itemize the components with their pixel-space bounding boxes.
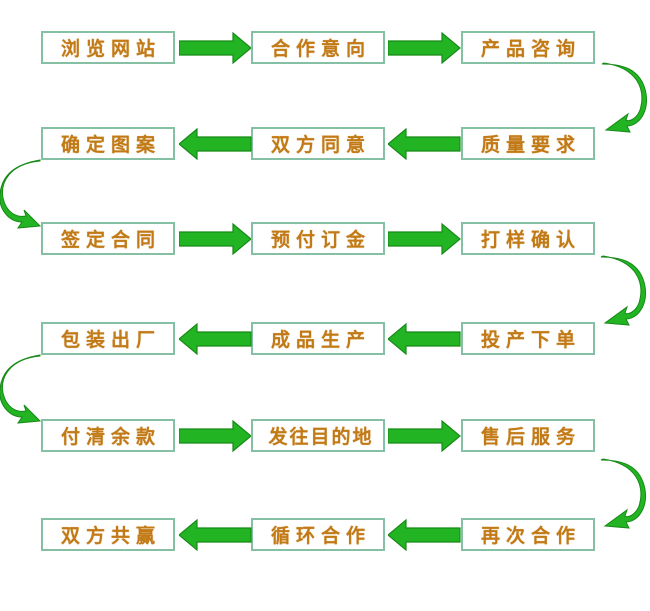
curved-arrow-down-icon <box>601 62 648 133</box>
curved-arrow-down-icon <box>0 354 42 424</box>
arrow-right-icon <box>179 32 252 64</box>
step-mutual-agreement: 双方同意 <box>251 127 385 160</box>
step-ship-to-destination: 发往目的地 <box>251 419 385 452</box>
step-win-win: 双方共赢 <box>41 518 175 551</box>
step-quality-requirements: 质量要求 <box>461 127 595 160</box>
step-sign-contract: 签定合同 <box>41 222 175 255</box>
curved-arrow-down-icon <box>0 159 42 229</box>
arrow-right-icon <box>388 420 461 452</box>
step-packing-shipment: 包装出厂 <box>41 322 175 355</box>
step-after-sales-service: 售后服务 <box>461 419 595 452</box>
curved-arrow-down-icon <box>600 255 647 326</box>
step-prepay-deposit: 预付订金 <box>251 222 385 255</box>
arrow-right-icon <box>388 32 461 64</box>
step-continuous-cooperation: 循环合作 <box>251 518 385 551</box>
step-cooperation-intent: 合作意向 <box>251 31 385 64</box>
arrow-left-icon <box>388 128 461 160</box>
arrow-right-icon <box>179 420 252 452</box>
arrow-left-icon <box>179 128 252 160</box>
step-pay-balance: 付清余款 <box>41 419 175 452</box>
arrow-left-icon <box>179 519 252 551</box>
step-browse-website: 浏览网站 <box>41 31 175 64</box>
curved-arrow-down-icon <box>600 458 647 529</box>
step-confirm-pattern: 确定图案 <box>41 127 175 160</box>
arrow-right-icon <box>388 223 461 255</box>
arrow-left-icon <box>388 519 461 551</box>
step-production: 成品生产 <box>251 322 385 355</box>
step-place-order: 投产下单 <box>461 322 595 355</box>
step-sample-confirmation: 打样确认 <box>461 222 595 255</box>
arrow-right-icon <box>179 223 252 255</box>
arrow-left-icon <box>179 323 252 355</box>
arrow-left-icon <box>388 323 461 355</box>
step-product-inquiry: 产品咨询 <box>461 31 595 64</box>
step-cooperate-again: 再次合作 <box>461 518 595 551</box>
